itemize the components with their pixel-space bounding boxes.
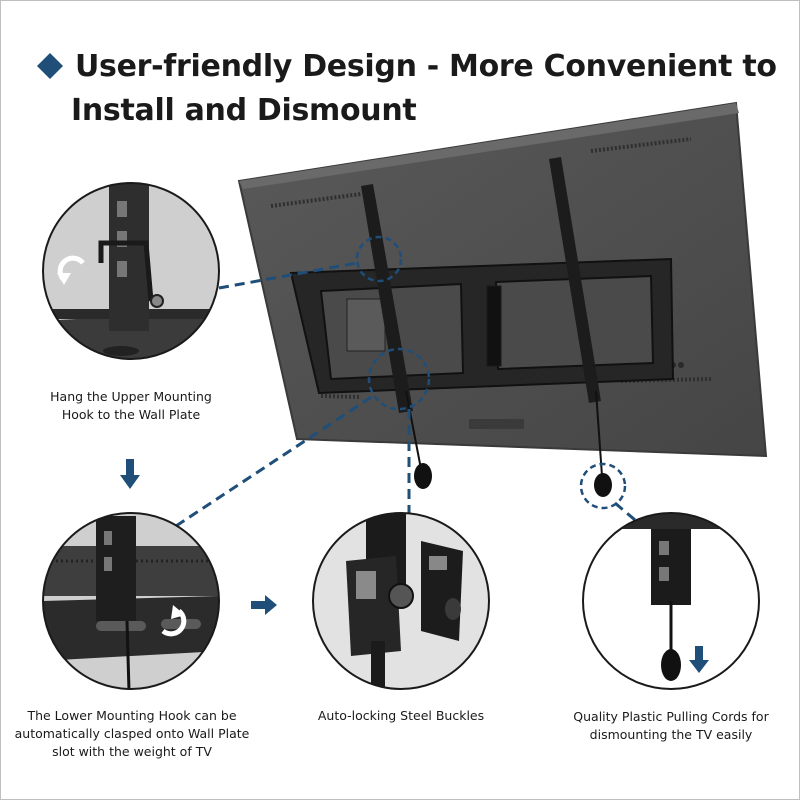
title-line-1: User-friendly Design - More Convenient t… [75,49,777,84]
title-line-2: Install and Dismount [71,93,417,128]
caption-upper-hook: Hang the Upper Mounting Hook to the Wall… [50,389,212,422]
rotate-arrow-icon [161,605,187,637]
right-arrow-icon [251,595,277,615]
caption-pulling-cords: Quality Plastic Pulling Cords for dismou… [573,709,769,742]
caption-steel-buckles: Auto-locking Steel Buckles [317,708,485,723]
down-arrow-icon [689,646,709,673]
vertical-bracket-left [361,184,432,489]
caption-lower-hook: The Lower Mounting Hook can be automatic… [14,708,250,759]
rotate-arrow-icon [57,255,85,285]
callout-markers [355,235,627,510]
wall-plate [289,257,675,395]
detail-upper-hook [42,182,220,360]
detail-steel-buckles [312,512,490,690]
detail-pulling-cords [582,512,760,690]
vertical-bracket-right [549,157,612,497]
diamond-bullet-icon [37,53,63,79]
detail-lower-hook [42,512,220,690]
callout-connectors [175,261,642,528]
down-arrow-icon [120,459,140,489]
